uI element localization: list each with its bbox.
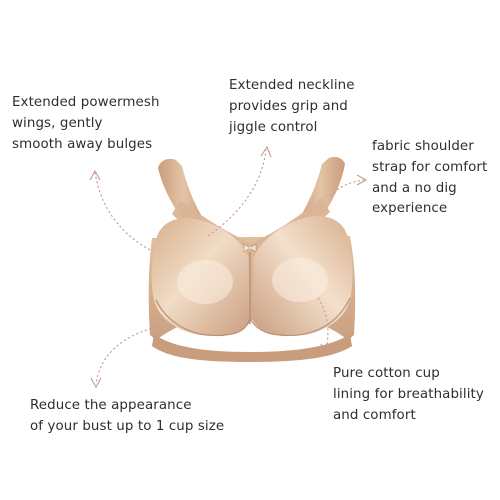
callout-line: Extended powermesh	[12, 95, 160, 110]
callout-line: lining for breathability	[333, 386, 484, 402]
callout-powermesh-wings: Extended powermesh wings, gently smooth …	[12, 93, 160, 155]
callout-line: wings, gently	[12, 115, 103, 131]
callout-line: fabric shoulder	[372, 139, 474, 154]
callout-line: smooth away bulges	[12, 136, 153, 152]
center-bow-icon	[243, 243, 257, 253]
dotted-arrow-icon	[329, 174, 368, 197]
callout-line: Pure cotton cup	[333, 366, 440, 381]
callout-line: Reduce the appearance	[30, 398, 192, 413]
bottom-band	[152, 334, 352, 362]
callout-line: of your bust up to 1 cup size	[30, 418, 225, 434]
dotted-arrow-icon	[89, 169, 151, 251]
callout-reduce-appearance: Reduce the appearance of your bust up to…	[30, 396, 224, 438]
callout-line: and a no dig	[372, 180, 457, 196]
callout-shoulder-strap: fabric shoulder strap for comfort and a …	[372, 137, 487, 220]
callout-line: jiggle control	[229, 119, 318, 135]
dotted-arrow-icon	[317, 297, 332, 355]
dotted-arrow-icon	[207, 145, 272, 237]
callout-extended-neckline: Extended neckline provides grip and jigg…	[229, 76, 355, 138]
callout-line: and comfort	[333, 407, 416, 423]
callout-line: provides grip and	[229, 98, 348, 114]
callout-cotton-cup: Pure cotton cup lining for breathability…	[333, 364, 484, 426]
callout-line: Extended neckline	[229, 78, 355, 93]
callout-line: experience	[372, 201, 448, 217]
dotted-arrow-icon	[90, 325, 161, 389]
callout-line: strap for comfort	[372, 159, 488, 175]
